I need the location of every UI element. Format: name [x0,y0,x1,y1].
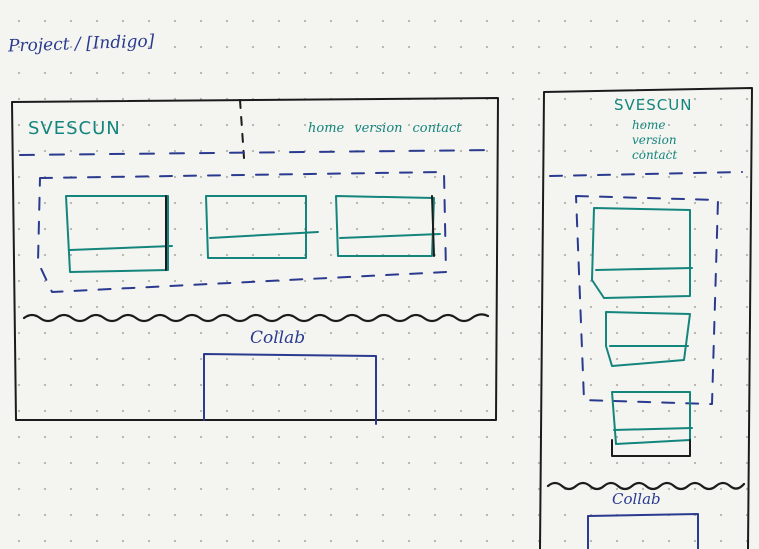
desktop-nav-contact: contact [412,121,462,136]
mobile-wireframe [539,87,753,549]
desktop-nav: home version contact [308,121,461,136]
desktop-fold-line [22,313,490,323]
desktop-card-3 [335,195,435,257]
desktop-header-underline [19,149,497,156]
mobile-card-3-caption-line [613,427,693,431]
desktop-card-3-caption-line [339,233,441,239]
desktop-frame [11,97,499,421]
desktop-card-2-caption-line [209,231,319,239]
mobile-nav-contact: contact [632,148,678,162]
mobile-frame [539,87,753,549]
desktop-nav-version: version [354,121,403,136]
desktop-collab-label: Collab [250,328,306,348]
mobile-fold-line [546,481,746,491]
mobile-nav-home: home [632,118,666,132]
desktop-card-1 [65,195,169,273]
desktop-collab-box [203,353,377,425]
desktop-card-1-caption-line [69,245,173,251]
mobile-nav: home version contact [632,118,677,163]
mobile-card-3 [611,391,691,445]
desktop-wireframe [11,97,499,425]
desktop-gallery-container [37,171,447,293]
mobile-nav-version: version [632,133,677,147]
desktop-logo: SVESCUN [28,118,121,139]
desktop-nav-home: home [308,121,345,136]
mobile-logo: SVESCUN [614,96,693,114]
mobile-card-2 [605,311,691,367]
mobile-card-1-caption-line [595,267,693,271]
desktop-header-divider [239,99,245,159]
mobile-gallery-container [575,195,719,405]
mobile-collab-label: Collab [612,490,661,508]
mobile-card-1 [591,207,691,299]
mobile-collab-box [587,513,699,549]
mobile-header-underline [549,171,743,177]
desktop-card-2 [205,195,307,259]
